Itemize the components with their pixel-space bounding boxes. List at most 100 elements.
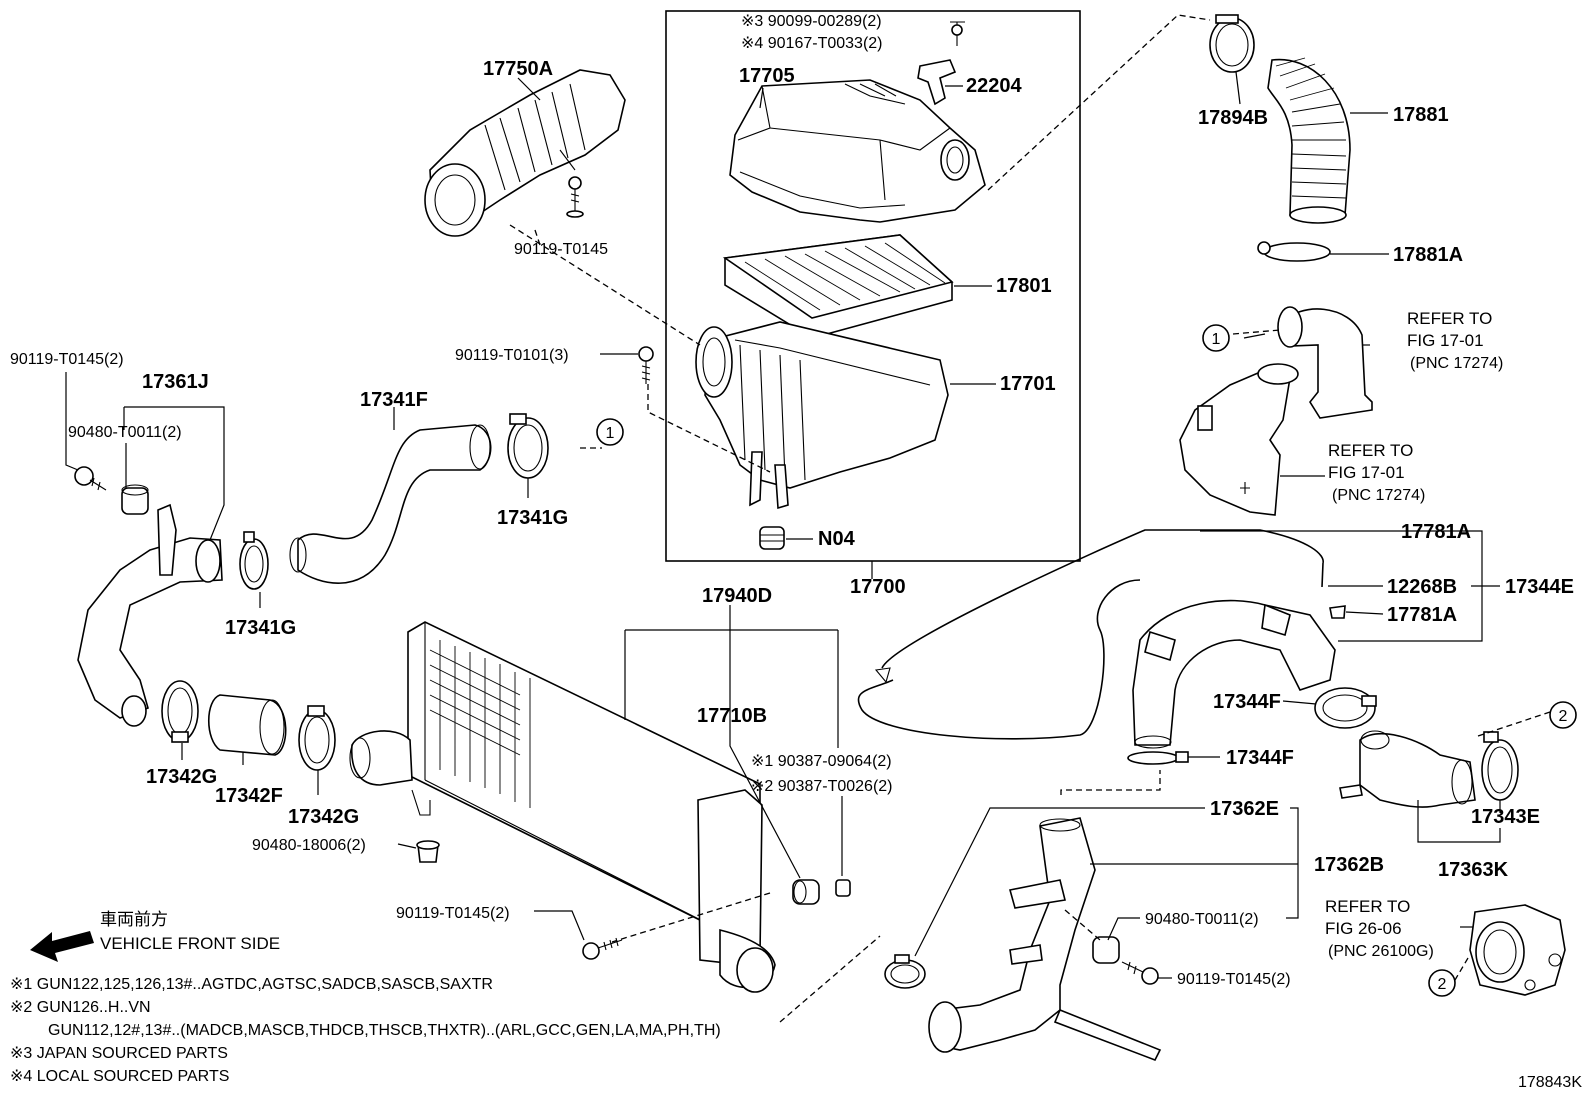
cushion-90480-T0011-left[interactable] [121, 484, 149, 515]
callout-17700[interactable]: 17700 [850, 576, 906, 598]
footnotes: ※1 GUN122,125,126,13#..AGTDC,AGTSC,SADCB… [10, 976, 721, 1085]
svg-text:FIG 17-01: FIG 17-01 [1328, 463, 1405, 482]
screw-90119-T0145-top[interactable] [566, 176, 584, 218]
callout-17344F-right[interactable]: 17344F [1213, 691, 1281, 713]
callout-17363K[interactable]: 17363K [1438, 859, 1509, 881]
clamp-17881A[interactable] [1257, 241, 1331, 262]
intercooler-pipe-17362B[interactable] [928, 817, 1162, 1062]
callout-22204[interactable]: 22204 [966, 75, 1022, 97]
clamp-17781A-lower[interactable] [1329, 605, 1346, 619]
svg-text:FIG 26-06: FIG 26-06 [1325, 919, 1402, 938]
callout-17344F-bottom[interactable]: 17344F [1226, 747, 1294, 769]
figure-id: 178843K [1518, 1074, 1582, 1091]
hose-17342F[interactable] [208, 694, 287, 756]
callout-17894B[interactable]: 17894B [1198, 107, 1268, 129]
svg-text:1: 1 [606, 425, 615, 442]
cushion-90480-18006[interactable] [416, 840, 440, 863]
callout-17341G-right[interactable]: 17341G [497, 507, 568, 529]
intercooler-17940D[interactable] [349, 621, 776, 993]
air-cleaner-assembly-frame [665, 10, 1081, 562]
air-flow-meter-22204[interactable] [917, 21, 965, 106]
air-cleaner-case-17701[interactable] [695, 321, 949, 510]
svg-text:(PNC 17274): (PNC 17274) [1332, 487, 1425, 504]
bolt-90119-T0145-right[interactable] [1121, 961, 1159, 985]
callout-90119-T0145-bottom[interactable]: 90119-T0145(2) [396, 905, 510, 922]
callout-90480-18006[interactable]: 90480-18006(2) [252, 837, 366, 854]
callout-90099-00289[interactable]: ※3 90099-00289(2) [741, 13, 882, 30]
hose-17781A[interactable] [857, 529, 1324, 740]
callout-90167-T0033[interactable]: ※4 90167-T0033(2) [741, 35, 883, 52]
callout-90387-T0026[interactable]: ※2 90387-T0026(2) [751, 778, 893, 795]
callout-17940D[interactable]: 17940D [702, 585, 772, 607]
clamp-17342G-right[interactable] [298, 705, 336, 771]
clamp-17362E[interactable] [884, 954, 926, 989]
intercooler-pipe-17361J[interactable] [77, 503, 223, 727]
clamp-17344F-bottom[interactable] [1127, 751, 1189, 765]
clamp-17344F-right[interactable] [1314, 687, 1377, 729]
callout-12268B[interactable]: 12268B [1387, 576, 1457, 598]
callout-labels: 17750A 90119-T0145 17705 22204 ※3 90099-… [10, 13, 1574, 988]
spacer-90387[interactable] [835, 879, 851, 897]
callout-17710B[interactable]: 17710B [697, 705, 767, 727]
throttle-body-26100G[interactable] [1469, 904, 1566, 996]
callout-17361J[interactable]: 17361J [142, 371, 209, 393]
callout-17362B[interactable]: 17362B [1314, 854, 1384, 876]
callout-17342G-right[interactable]: 17342G [288, 806, 359, 828]
callout-17781A-top[interactable]: 17781A [1401, 521, 1471, 543]
callout-90119-T0145-right[interactable]: 90119-T0145(2) [1177, 971, 1291, 988]
clamp-17894B[interactable] [1209, 14, 1255, 73]
callout-17701[interactable]: 17701 [1000, 373, 1056, 395]
callout-90119-T0101[interactable]: 90119-T0101(3) [455, 347, 569, 364]
reference-note-3[interactable]: REFER TO FIG 26-06 (PNC 26100G) [1325, 897, 1434, 960]
callout-N04[interactable]: N04 [818, 528, 856, 550]
air-inlet-duct-17750A[interactable] [424, 69, 626, 237]
clamp-17341G-right[interactable] [507, 413, 549, 479]
svg-text:REFER TO: REFER TO [1328, 441, 1413, 460]
callout-17881[interactable]: 17881 [1393, 104, 1449, 126]
reference-note-1[interactable]: REFER TO FIG 17-01 (PNC 17274) [1407, 309, 1503, 372]
hose-17881[interactable] [1267, 57, 1351, 224]
callout-17705[interactable]: 17705 [739, 65, 795, 87]
callout-17342F[interactable]: 17342F [215, 785, 283, 807]
callout-17881A[interactable]: 17881A [1393, 244, 1463, 266]
callout-17343E[interactable]: 17343E [1471, 806, 1540, 828]
svg-text:VEHICLE FRONT SIDE: VEHICLE FRONT SIDE [100, 934, 280, 953]
svg-text:2: 2 [1438, 976, 1447, 993]
callout-17801[interactable]: 17801 [996, 275, 1052, 297]
circle-marker-1a: 1 [596, 418, 624, 446]
clamp-17342G-left[interactable] [161, 680, 199, 743]
clamp-17343E[interactable] [1481, 731, 1519, 801]
callout-17341F[interactable]: 17341F [360, 389, 428, 411]
callout-90387-09064[interactable]: ※1 90387-09064(2) [751, 753, 892, 770]
clamp-17341G-left[interactable] [239, 531, 269, 590]
svg-text:REFER TO: REFER TO [1407, 309, 1492, 328]
hose-17344E[interactable] [1132, 599, 1336, 749]
hose-17341F[interactable] [289, 424, 492, 584]
intake-elbow-17274[interactable] [1277, 306, 1373, 419]
leader-lines [65, 71, 1501, 979]
callout-17341G-left[interactable]: 17341G [225, 617, 296, 639]
intake-adaptor-17274[interactable] [1179, 363, 1299, 516]
callout-17750A[interactable]: 17750A [483, 58, 553, 80]
air-cleaner-cap-17705[interactable] [729, 79, 986, 223]
callout-17344E[interactable]: 17344E [1505, 576, 1574, 598]
pipe-17363K[interactable] [1339, 730, 1476, 808]
callout-17781A-bottom[interactable]: 17781A [1387, 604, 1457, 626]
bolt-90119-T0145-bottom[interactable] [582, 937, 623, 960]
cushion-90480-T0011-right[interactable] [1092, 936, 1120, 964]
bolt-90119-T0145-left[interactable] [74, 466, 107, 491]
bolt-90119-T0101[interactable] [638, 346, 654, 384]
cushion-17710B[interactable] [792, 879, 820, 905]
callout-90480-T0011-right[interactable]: 90480-T0011(2) [1145, 911, 1259, 928]
callout-17362E[interactable]: 17362E [1210, 798, 1279, 820]
callout-90119-T0145-left[interactable]: 90119-T0145(2) [10, 351, 124, 368]
callout-17342G-left[interactable]: 17342G [146, 766, 217, 788]
callout-90119-T0145-top[interactable]: 90119-T0145 [514, 241, 608, 258]
footnote-1: ※1 GUN122,125,126,13#..AGTDC,AGTSC,SADCB… [10, 976, 493, 993]
callout-90480-T0011-left[interactable]: 90480-T0011(2) [68, 424, 182, 441]
grommet-N04[interactable] [759, 526, 785, 550]
air-filter-element-17801[interactable] [722, 234, 954, 339]
reference-note-2[interactable]: REFER TO FIG 17-01 (PNC 17274) [1328, 441, 1425, 504]
dashed-connectors [509, 14, 1551, 1023]
